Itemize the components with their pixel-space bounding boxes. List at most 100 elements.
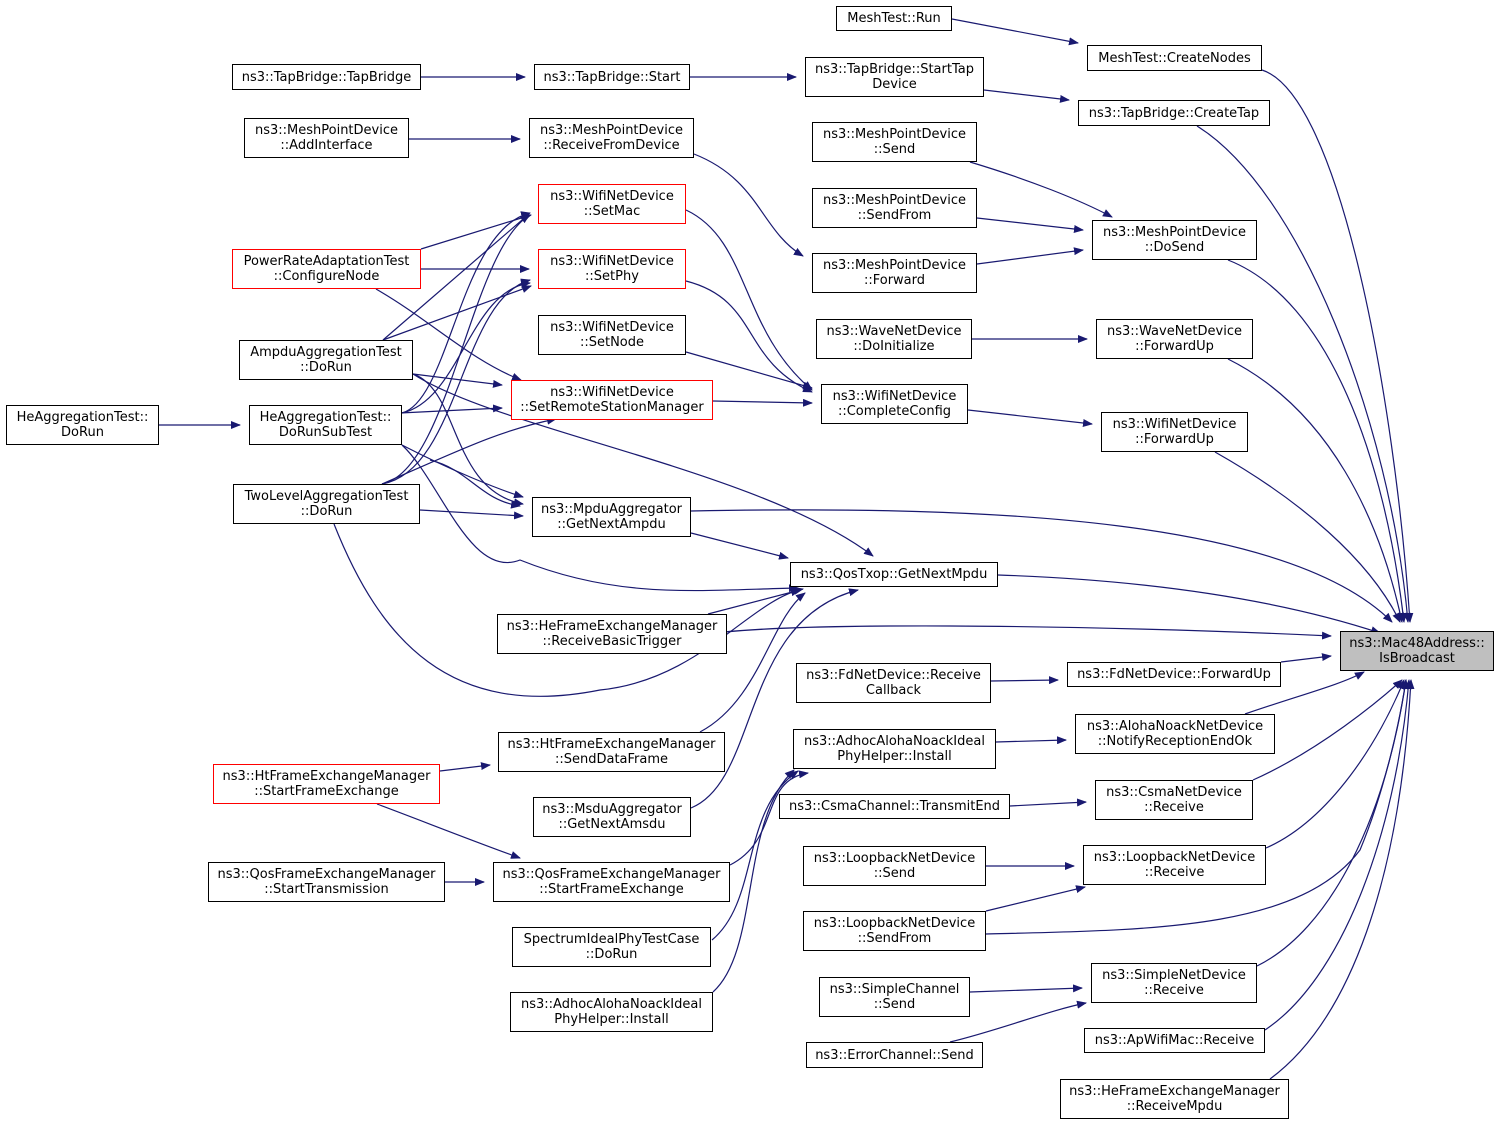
call-edge (729, 770, 809, 866)
call-edge (685, 280, 813, 393)
call-edge (382, 285, 532, 341)
call-edge (439, 762, 491, 772)
node-loopbacknetdevice-receive[interactable]: ns3::LoopbackNetDevice::Receive (1083, 845, 1266, 885)
call-edge (693, 153, 804, 257)
node-wifinetdevice-setremotestationmanager[interactable]: ns3::WifiNetDevice::SetRemoteStationMana… (511, 380, 713, 420)
call-edge (690, 532, 789, 560)
node-meshpointdevice-sendfrom[interactable]: ns3::MeshPointDevice::SendFrom (812, 188, 977, 228)
node-wifinetdevice-forwardup[interactable]: ns3::WifiNetDevice::ForwardUp (1101, 412, 1248, 452)
node-tapbridge-start[interactable]: ns3::TapBridge::Start (534, 64, 690, 90)
call-edge (690, 588, 859, 809)
call-edge (690, 625, 1332, 640)
call-edge (401, 444, 799, 593)
call-edge (951, 18, 1079, 46)
node-wifinetdevice-setmac[interactable]: ns3::WifiNetDevice::SetMac (538, 184, 686, 224)
call-edge (1227, 358, 1405, 623)
node-meshpointdevice-send[interactable]: ns3::MeshPointDevice::Send (812, 122, 977, 162)
node-csmanetdevice-receive[interactable]: ns3::CsmaNetDevice::Receive (1095, 780, 1253, 820)
node-apwifimac-receive[interactable]: ns3::ApWifiMac::Receive (1084, 1028, 1265, 1053)
node-wifinetdevice-setnode[interactable]: ns3::WifiNetDevice::SetNode (538, 315, 686, 355)
node-tapbridge-tapbridge[interactable]: ns3::TapBridge::TapBridge (232, 64, 421, 90)
node-heaggregationtest-dorun[interactable]: HeAggregationTest::DoRun (6, 405, 159, 445)
node-wavenetdevice-doinitialize[interactable]: ns3::WaveNetDevice::DoInitialize (816, 319, 972, 359)
call-edge (401, 211, 531, 414)
call-edge (1261, 69, 1414, 623)
call-edge (375, 288, 522, 381)
node-simplechannel-send[interactable]: ns3::SimpleChannel::Send (819, 977, 970, 1017)
call-edge (685, 351, 813, 390)
call-edge (1265, 679, 1405, 849)
call-edge (969, 161, 1113, 218)
node-loopbacknetdevice-sendfrom[interactable]: ns3::LoopbackNetDevice::SendFrom (803, 911, 986, 951)
node-meshpointdevice-receivefromdevice[interactable]: ns3::MeshPointDevice::ReceiveFromDevice (529, 118, 694, 158)
call-edge (990, 676, 1059, 685)
node-twolevelaggregationtest-dorun[interactable]: TwoLevelAggregationTest::DoRun (233, 484, 420, 524)
node-htframeexchangemanager-senddataframe[interactable]: ns3::HtFrameExchangeManager::SendDataFra… (498, 732, 725, 772)
call-edge (1227, 259, 1407, 623)
call-edge (1280, 653, 1332, 663)
node-meshtest-run[interactable]: MeshTest::Run (836, 6, 952, 31)
call-edge (382, 213, 530, 341)
node-wavenetdevice-forwardup[interactable]: ns3::WaveNetDevice::ForwardUp (1096, 319, 1253, 359)
node-qosframeexchangemanager-starttransmission[interactable]: ns3::QosFrameExchangeManager::StartTrans… (208, 862, 445, 902)
call-edge (699, 592, 806, 733)
call-edge (983, 89, 1070, 103)
call-edge (712, 769, 795, 993)
node-wifinetdevice-setphy[interactable]: ns3::WifiNetDevice::SetPhy (538, 249, 686, 289)
call-edge (949, 1000, 1087, 1043)
node-powerrateadaptationtest-configurenode[interactable]: PowerRateAdaptationTest::ConfigureNode (232, 249, 421, 289)
call-edge (399, 404, 503, 414)
node-meshpointdevice-addinterface[interactable]: ns3::MeshPointDevice::AddInterface (244, 118, 409, 158)
call-edge (1196, 125, 1412, 623)
node-tapbridge-createtap[interactable]: ns3::TapBridge::CreateTap (1078, 100, 1270, 126)
call-edge (412, 373, 503, 388)
node-meshtest-createnodes[interactable]: MeshTest::CreateNodes (1087, 45, 1262, 71)
call-edge (976, 217, 1084, 233)
node-heframeexchangemanager-receivempdu[interactable]: ns3::HeFrameExchangeManager::ReceiveMpdu (1060, 1079, 1289, 1119)
node-ampduaggregationtest-dorun[interactable]: AmpduAggregationTest::DoRun (239, 340, 413, 380)
call-edge (1269, 679, 1415, 1080)
node-wifinetdevice-completeconfig[interactable]: ns3::WifiNetDevice::CompleteConfig (821, 384, 968, 424)
call-edge (1256, 679, 1409, 967)
call-edge (1009, 798, 1087, 807)
call-edge (1244, 671, 1365, 715)
call-edge (685, 209, 813, 391)
node-errorchannel-send[interactable]: ns3::ErrorChannel::Send (806, 1042, 983, 1068)
node-heframeexchangemanager-receivebasictrigger[interactable]: ns3::HeFrameExchangeManager::ReceiveBasi… (497, 614, 727, 654)
call-edge (381, 278, 531, 485)
call-edge (1264, 679, 1413, 1031)
call-edge (712, 398, 813, 407)
call-edge (967, 409, 1093, 427)
node-mpduaggregator-getnextampdu[interactable]: ns3::MpduAggregator::GetNextAmpdu (532, 497, 691, 537)
call-edge (969, 984, 1083, 993)
call-edge (412, 373, 524, 507)
call-edge (707, 588, 801, 615)
node-htframeexchangemanager-startframeexchange[interactable]: ns3::HtFrameExchangeManager::StartFrameE… (213, 764, 440, 804)
call-edge (997, 574, 1381, 634)
node-loopbacknetdevice-send[interactable]: ns3::LoopbackNetDevice::Send (803, 846, 986, 886)
call-edge (1252, 679, 1403, 781)
node-heaggregationtest-dorunsubtest[interactable]: HeAggregationTest::DoRunSubTest (249, 405, 402, 445)
node-qosframeexchangemanager-startframeexchange[interactable]: ns3::QosFrameExchangeManager::StartFrame… (493, 862, 730, 902)
call-edge (333, 523, 804, 697)
call-edge (429, 459, 521, 509)
node-spectrumidealphytestcase-dorun[interactable]: SpectrumIdealPhyTestCase::DoRun (512, 927, 711, 967)
call-edge (412, 373, 874, 557)
node-mac48address-isbroadcast: ns3::Mac48Address::IsBroadcast (1340, 631, 1494, 671)
node-fdnetdevice-forwardup[interactable]: ns3::FdNetDevice::ForwardUp (1067, 662, 1281, 687)
call-edge (1214, 451, 1401, 623)
node-alohanoacknetdevice-notifyreceptionendok[interactable]: ns3::AlohaNoackNetDevice::NotifyReceptio… (1075, 714, 1275, 754)
node-simplenetdevice-receive[interactable]: ns3::SimpleNetDevice::Receive (1091, 963, 1257, 1003)
node-meshpointdevice-forward[interactable]: ns3::MeshPointDevice::Forward (812, 253, 977, 293)
node-qostxop-getnextmpdu[interactable]: ns3::QosTxop::GetNextMpdu (790, 562, 998, 587)
node-csmachannel-transmitend[interactable]: ns3::CsmaChannel::TransmitEnd (779, 794, 1010, 819)
node-msduaggregator-getnextamsdu[interactable]: ns3::MsduAggregator::GetNextAmsdu (533, 797, 691, 837)
call-edge (376, 803, 521, 859)
node-meshpointdevice-dosend[interactable]: ns3::MeshPointDevice::DoSend (1092, 220, 1257, 260)
